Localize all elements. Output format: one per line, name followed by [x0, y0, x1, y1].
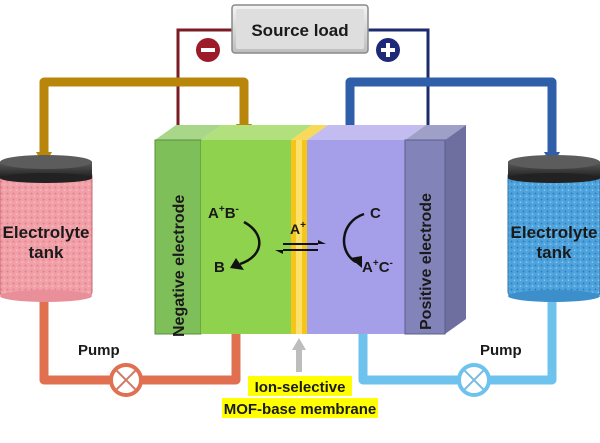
left-tank-label-line1: Electrolyte — [3, 223, 90, 242]
left-pump-label: Pump — [78, 342, 120, 359]
right-tank-label-line2: tank — [537, 243, 573, 262]
positive-half-top — [307, 125, 426, 140]
positive-half-cell — [307, 140, 405, 334]
membrane-label-highlight-1 — [248, 376, 352, 396]
negative-electrode-top — [155, 125, 222, 140]
negative-electrode-label: Negative electrode — [171, 195, 188, 337]
negative-half-top — [201, 125, 312, 140]
negative-terminal-icon — [196, 38, 220, 62]
positive-product-label: A+C- — [362, 258, 393, 276]
membrane-top — [291, 125, 328, 140]
source-load-box: Source load — [231, 4, 369, 54]
membrane-inner — [296, 140, 302, 334]
cell-side-face — [445, 125, 466, 334]
negative-product-label: B — [214, 259, 225, 276]
membrane-label-line1: Ion-selective — [255, 379, 346, 396]
membrane-label-line2: MOF-base membrane — [224, 401, 377, 418]
membrane-label-highlight-2 — [222, 398, 378, 418]
negative-electrode-plate — [154, 139, 202, 335]
right-electrolyte-tank: Electrolyte tank — [507, 155, 600, 302]
left-tank-label-line2: tank — [29, 243, 65, 262]
positive-reactant-label: C — [370, 205, 381, 222]
negative-wire — [176, 28, 232, 140]
left-pump-icon — [109, 363, 143, 397]
negative-reaction-arrow — [239, 220, 261, 266]
positive-wire — [368, 28, 430, 140]
right-pump-icon — [457, 363, 491, 397]
negative-reactant-label: A+B- — [208, 204, 239, 222]
positive-electrode-label: Positive electrode — [418, 193, 435, 330]
negative-half-cell — [201, 140, 291, 334]
right-tank-label-line1: Electrolyte — [511, 223, 598, 242]
left-electrolyte-tank: Electrolyte tank — [0, 155, 93, 302]
positive-electrode-plate — [404, 139, 446, 335]
right-pump-label: Pump — [480, 342, 522, 359]
negative-reaction-arrowhead — [230, 258, 244, 270]
membrane-pointer-arrow — [292, 338, 306, 372]
top-right-pipe — [345, 77, 557, 160]
ion-exchange-arrows — [275, 240, 326, 254]
positive-reaction-arrowhead — [350, 256, 362, 268]
positive-electrode-top — [405, 125, 466, 140]
top-left-pipe — [39, 77, 249, 160]
positive-terminal-icon — [376, 38, 400, 62]
ion-label: A+ — [290, 220, 306, 237]
source-load-label: Source load — [251, 21, 348, 40]
